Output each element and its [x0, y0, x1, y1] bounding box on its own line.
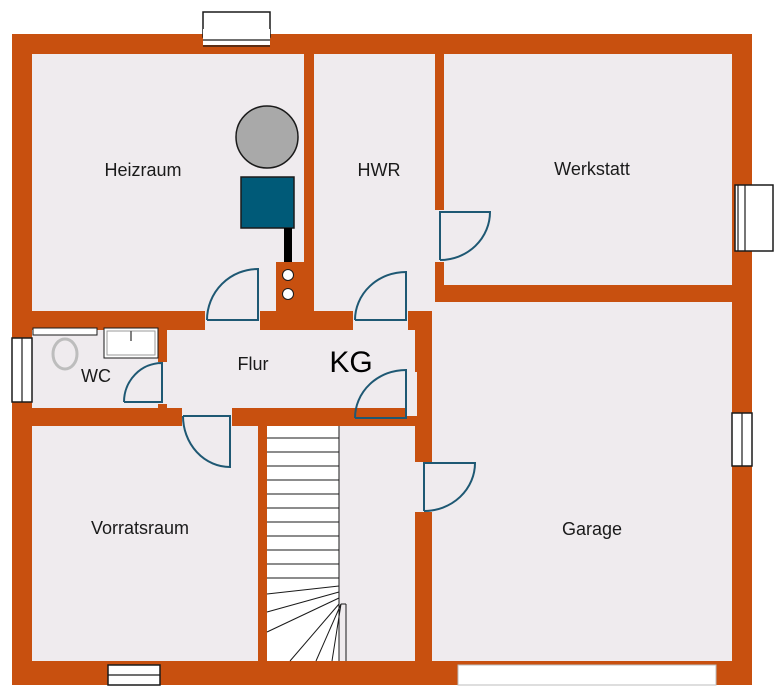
label-garage: Garage — [562, 519, 622, 539]
room-hwr-lower — [314, 262, 435, 311]
chimney-flue-top — [282, 269, 294, 281]
label-wc: WC — [81, 366, 111, 386]
door-werkstatt — [439, 211, 492, 261]
garage-door-opening — [457, 664, 717, 686]
door-garage — [423, 462, 477, 512]
floor-label: KG — [329, 346, 372, 379]
door-stair — [354, 368, 407, 419]
room-werkstatt — [444, 54, 732, 285]
room-vorratsraum — [32, 426, 258, 661]
window-right-werkstatt — [734, 184, 774, 252]
boiler — [240, 176, 295, 229]
door-opening-stair — [407, 372, 417, 416]
door-hwr — [354, 270, 407, 321]
label-flur: Flur — [238, 354, 269, 374]
room-flur — [167, 330, 415, 408]
door-heizraum — [206, 267, 259, 321]
toilet-tank — [32, 327, 98, 336]
label-hwr: HWR — [358, 160, 401, 180]
storage-tank — [235, 105, 299, 169]
door-vorrat — [182, 415, 231, 469]
label-heizraum: Heizraum — [104, 160, 181, 180]
room-garage — [432, 302, 732, 661]
stair-flight — [267, 426, 339, 661]
label-werkstatt: Werkstatt — [554, 159, 630, 179]
boiler-pipe — [284, 228, 292, 262]
chimney-flue-bottom — [282, 288, 294, 300]
staircase — [266, 426, 347, 662]
toilet-bowl — [51, 337, 79, 371]
label-vorratsraum: Vorratsraum — [91, 518, 189, 538]
door-wc — [123, 361, 163, 403]
